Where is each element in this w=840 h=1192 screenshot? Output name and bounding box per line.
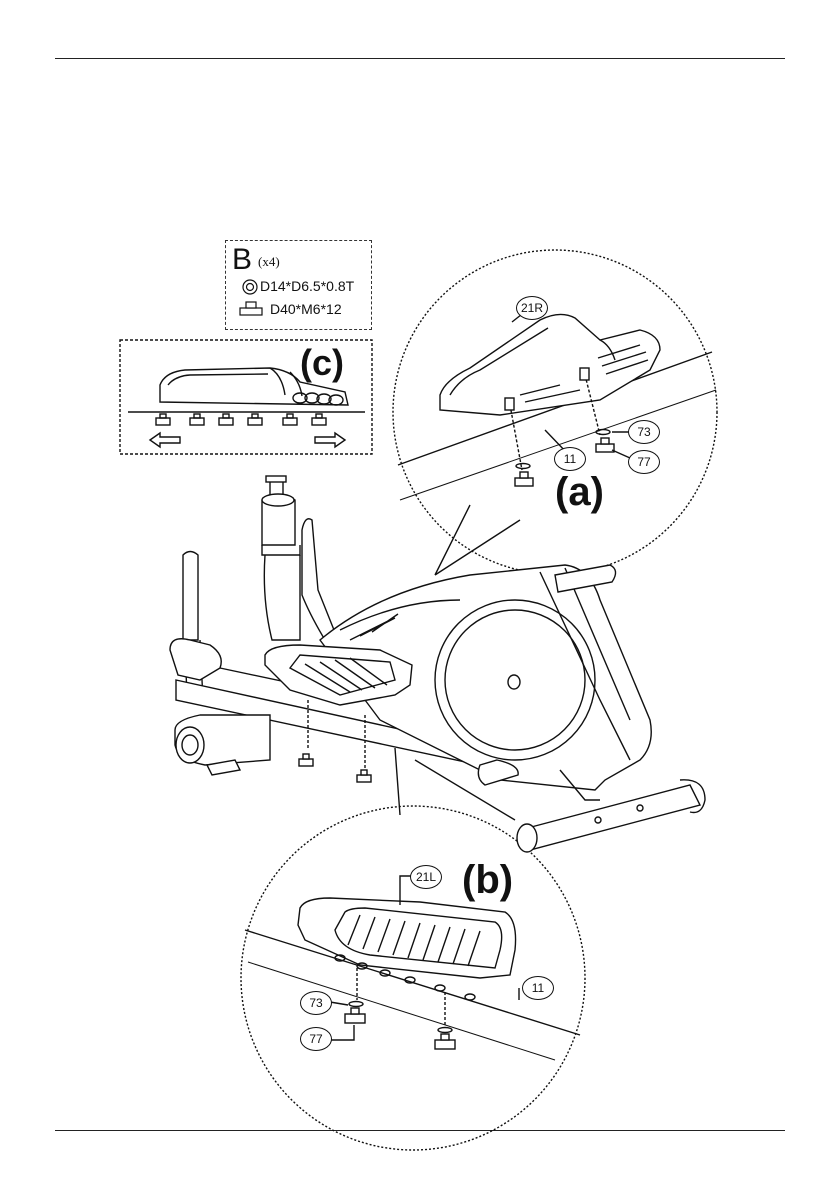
- hardware-letter: B: [232, 243, 252, 277]
- hardware-legend: B (x4) D14*D6.5*0.8T D40*M6*12: [225, 240, 372, 330]
- callout-77-a: 77: [628, 450, 660, 474]
- detail-c-label: (c): [300, 342, 344, 384]
- detail-b-panel: [241, 748, 585, 1150]
- knob-icon: [345, 1008, 365, 1023]
- detail-a-label: (a): [555, 470, 604, 515]
- knob-icon: [238, 301, 264, 317]
- knob-spec: D40*M6*12: [270, 301, 342, 317]
- knob-icon: [515, 472, 533, 486]
- callout-11-a: 11: [554, 447, 586, 471]
- callout-73-a: 73: [628, 420, 660, 444]
- knob-row: [156, 414, 326, 425]
- arrow-left-icon: [150, 433, 180, 447]
- callout-21r: 21R: [516, 296, 548, 320]
- arrow-right-icon: [315, 433, 345, 447]
- knob-icon: [357, 770, 371, 782]
- callout-11-b: 11: [522, 976, 554, 1000]
- hardware-quantity: (x4): [258, 254, 280, 270]
- detail-a-panel: [393, 250, 717, 575]
- knob-icon: [299, 754, 313, 766]
- knob-icon: [596, 438, 614, 452]
- washer-spec: D14*D6.5*0.8T: [260, 278, 354, 294]
- elliptical-trainer: [170, 476, 705, 852]
- callout-77-b: 77: [300, 1027, 332, 1051]
- washer-icon: [242, 279, 258, 295]
- detail-b-label: (b): [462, 858, 513, 903]
- callout-21l: 21L: [410, 865, 442, 889]
- callout-73-b: 73: [300, 991, 332, 1015]
- knob-icon: [435, 1034, 455, 1049]
